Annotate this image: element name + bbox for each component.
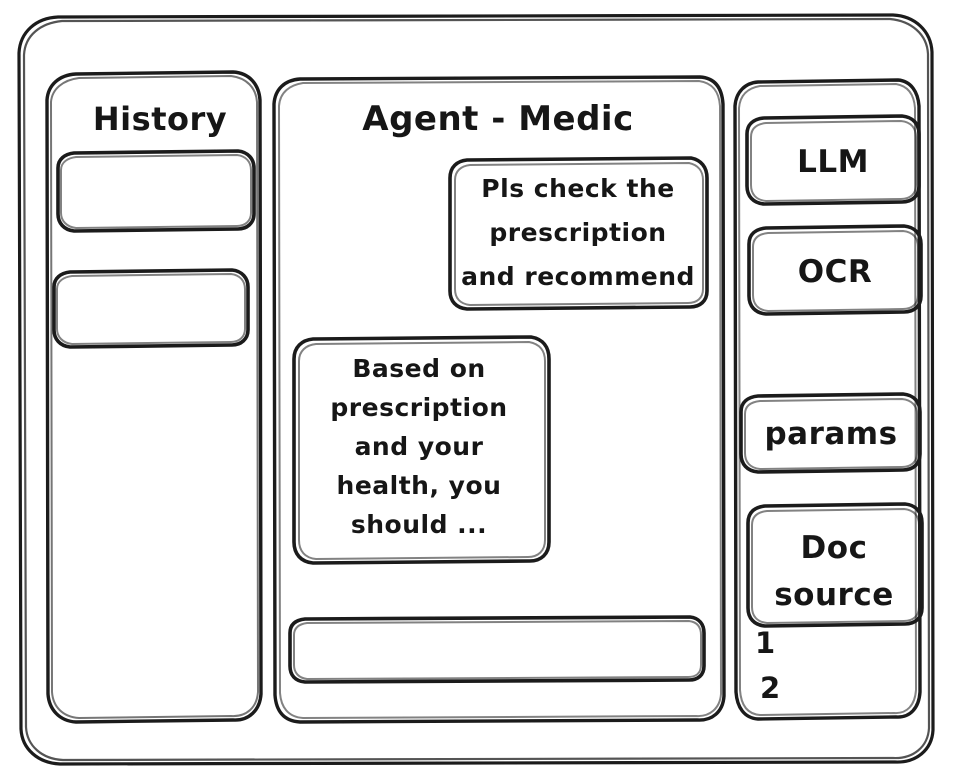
tools-panel: LLM OCR params Doc source 1 2 — [733, 78, 924, 721]
ocr-card[interactable]: OCR — [747, 224, 923, 316]
doc-source-list: 1 2 — [755, 626, 781, 705]
doc-source-list-item-1[interactable]: 1 — [755, 626, 776, 660]
message-composer-input[interactable] — [288, 615, 706, 684]
assistant-message-line-1: Based on — [352, 354, 485, 383]
assistant-message-line-2: prescription — [330, 393, 507, 422]
agent-chat-panel: Agent - Medic Pls check the prescription… — [272, 75, 726, 724]
doc-source-card-label-line-1: Doc — [801, 530, 868, 566]
user-message-line-1: Pls check the — [481, 174, 674, 203]
user-message-line-2: prescription — [489, 218, 666, 247]
doc-source-card-label-line-2: source — [774, 577, 894, 613]
history-item-2[interactable] — [52, 268, 250, 349]
history-panel: History — [45, 70, 263, 724]
history-panel-title: History — [93, 100, 227, 138]
assistant-message-line-5: should ... — [351, 510, 487, 539]
history-item-1[interactable] — [56, 149, 256, 233]
assistant-message-line-3: and your — [355, 432, 484, 461]
params-card[interactable]: params — [739, 392, 922, 474]
llm-card[interactable]: LLM — [745, 114, 921, 206]
message-bubble-user: Pls check the prescription and recommend — [448, 156, 709, 311]
agent-panel-title: Agent - Medic — [362, 99, 634, 139]
params-card-label: params — [764, 416, 897, 452]
doc-source-card[interactable]: Doc source — [746, 502, 924, 628]
ocr-card-label: OCR — [798, 254, 872, 290]
assistant-message-line-4: health, you — [337, 471, 502, 500]
llm-card-label: LLM — [797, 144, 869, 180]
user-message-line-3: and recommend — [461, 262, 695, 291]
message-bubble-assistant: Based on prescription and your health, y… — [292, 335, 551, 565]
doc-source-list-item-2[interactable]: 2 — [760, 671, 781, 705]
app-window-frame — [17, 13, 935, 766]
